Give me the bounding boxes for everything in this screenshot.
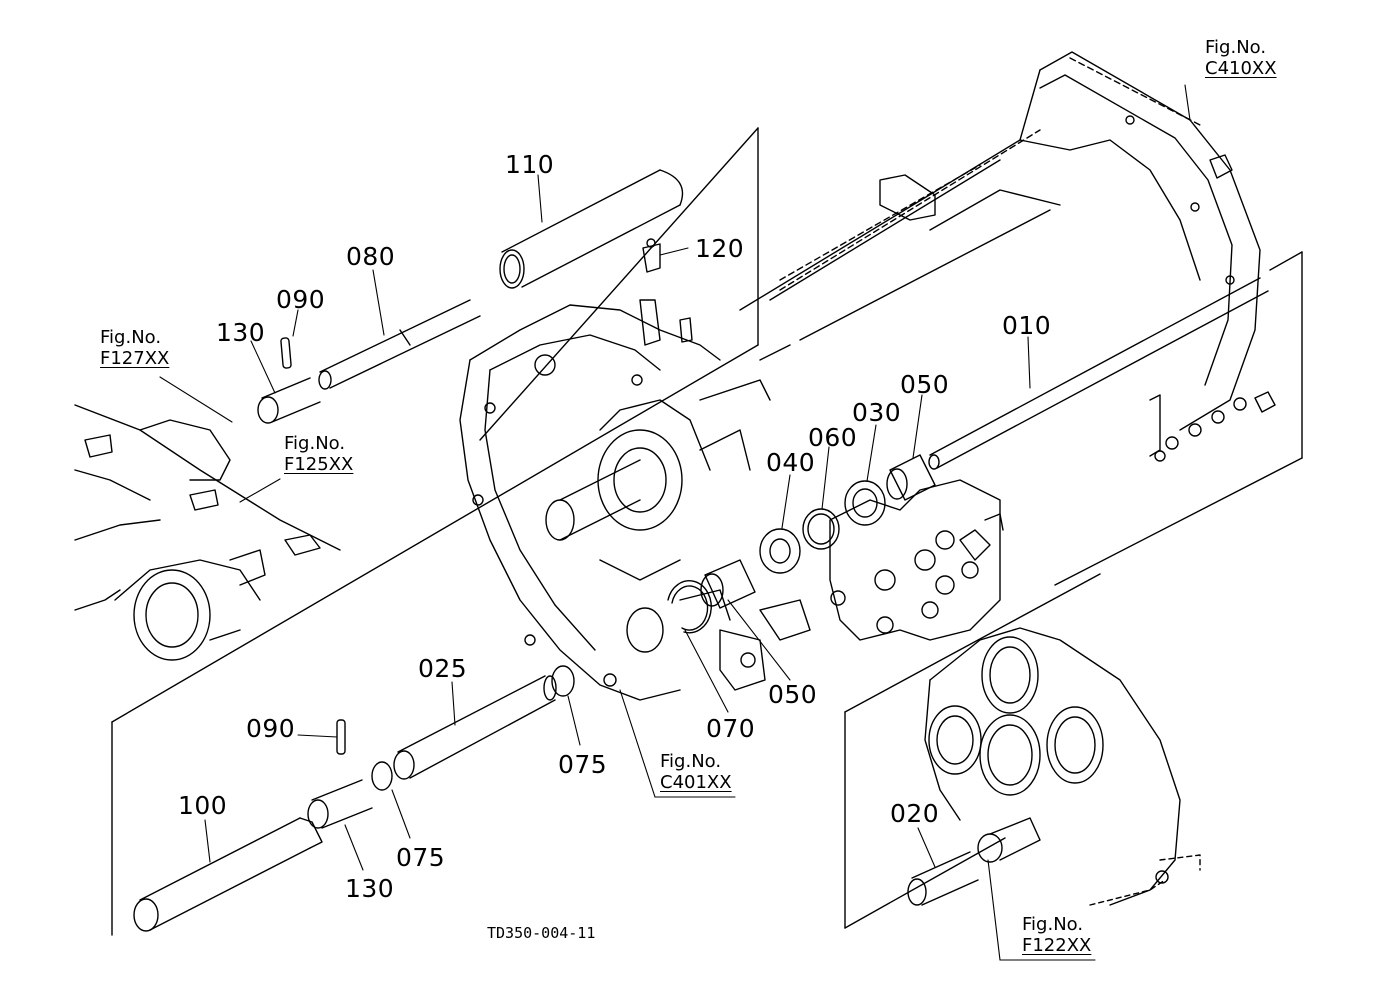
part-label-020: 020 bbox=[890, 799, 940, 828]
figure-ref-title: Fig.No. bbox=[660, 751, 722, 772]
part-010-shaft bbox=[928, 277, 1269, 470]
rear-cover bbox=[924, 627, 1201, 906]
right-panel-frame bbox=[1054, 251, 1303, 586]
part-060-ring bbox=[802, 508, 840, 550]
part-label-050-lower: 050 bbox=[768, 680, 818, 709]
figure-ref-number: C410XX bbox=[1205, 57, 1277, 79]
figure-ref-title: Fig.No. bbox=[1022, 914, 1084, 935]
figure-ref-title: Fig.No. bbox=[1205, 37, 1267, 58]
part-label-060: 060 bbox=[808, 423, 858, 452]
part-label-075-lower: 075 bbox=[396, 843, 446, 872]
hydraulic-block bbox=[759, 479, 1004, 641]
part-090-lower-pin bbox=[336, 719, 346, 755]
figure-ref-c401xx: Fig.No. C401XX bbox=[660, 751, 732, 793]
transmission-case bbox=[739, 51, 1261, 431]
valve-block bbox=[1149, 391, 1276, 462]
part-130-lower-coupling bbox=[307, 779, 373, 829]
part-020-sleeve bbox=[907, 851, 979, 906]
part-label-110: 110 bbox=[505, 150, 555, 179]
spline-end-f122 bbox=[977, 817, 1041, 863]
part-130-upper-coupling bbox=[257, 337, 321, 424]
part-label-130-upper: 130 bbox=[216, 318, 266, 347]
part-label-120: 120 bbox=[695, 234, 745, 263]
drawing-code: TD350-004-11 bbox=[487, 924, 596, 942]
center-housing bbox=[459, 299, 771, 701]
part-075-oring-lower bbox=[371, 761, 393, 791]
figure-ref-number: F125XX bbox=[284, 453, 354, 475]
part-label-080: 080 bbox=[346, 242, 396, 271]
part-label-070: 070 bbox=[706, 714, 756, 743]
part-label-090-upper: 090 bbox=[276, 285, 326, 314]
part-label-040: 040 bbox=[766, 448, 816, 477]
figure-ref-title: Fig.No. bbox=[284, 433, 346, 454]
part-080-shaft bbox=[318, 299, 481, 390]
axle-housing bbox=[74, 404, 341, 661]
part-label-090-lower: 090 bbox=[246, 714, 296, 743]
part-040-seal bbox=[759, 528, 801, 574]
part-label-075-upper: 075 bbox=[558, 750, 608, 779]
part-label-010: 010 bbox=[1002, 311, 1052, 340]
leader-lines bbox=[159, 84, 1191, 961]
part-030-bearing bbox=[844, 480, 886, 526]
part-label-025: 025 bbox=[418, 654, 468, 683]
part-label-030: 030 bbox=[852, 398, 902, 427]
figure-ref-number: F127XX bbox=[100, 347, 170, 369]
figure-ref-c410xx: Fig.No. C410XX bbox=[1205, 37, 1277, 79]
part-025-tube bbox=[393, 675, 557, 780]
part-070-snap-ring bbox=[667, 580, 712, 634]
part-label-100: 100 bbox=[178, 791, 228, 820]
part-label-050-upper: 050 bbox=[900, 370, 950, 399]
figure-ref-f125xx: Fig.No. F125XX bbox=[284, 433, 354, 475]
part-label-130-lower: 130 bbox=[345, 874, 395, 903]
upper-left-panel-frame bbox=[111, 127, 759, 936]
part-100-tube bbox=[133, 817, 323, 932]
figure-ref-f122xx: Fig.No. F122XX bbox=[1022, 914, 1092, 956]
figure-ref-title: Fig.No. bbox=[100, 327, 162, 348]
part-120-fitting bbox=[642, 238, 661, 273]
part-075-oring-upper bbox=[551, 665, 575, 697]
figure-ref-number: F122XX bbox=[1022, 934, 1092, 956]
figure-ref-f127xx: Fig.No. F127XX bbox=[100, 327, 170, 369]
figure-ref-number: C401XX bbox=[660, 771, 732, 793]
part-110-tube bbox=[499, 169, 684, 289]
part-050-upper-sleeve bbox=[886, 454, 936, 501]
